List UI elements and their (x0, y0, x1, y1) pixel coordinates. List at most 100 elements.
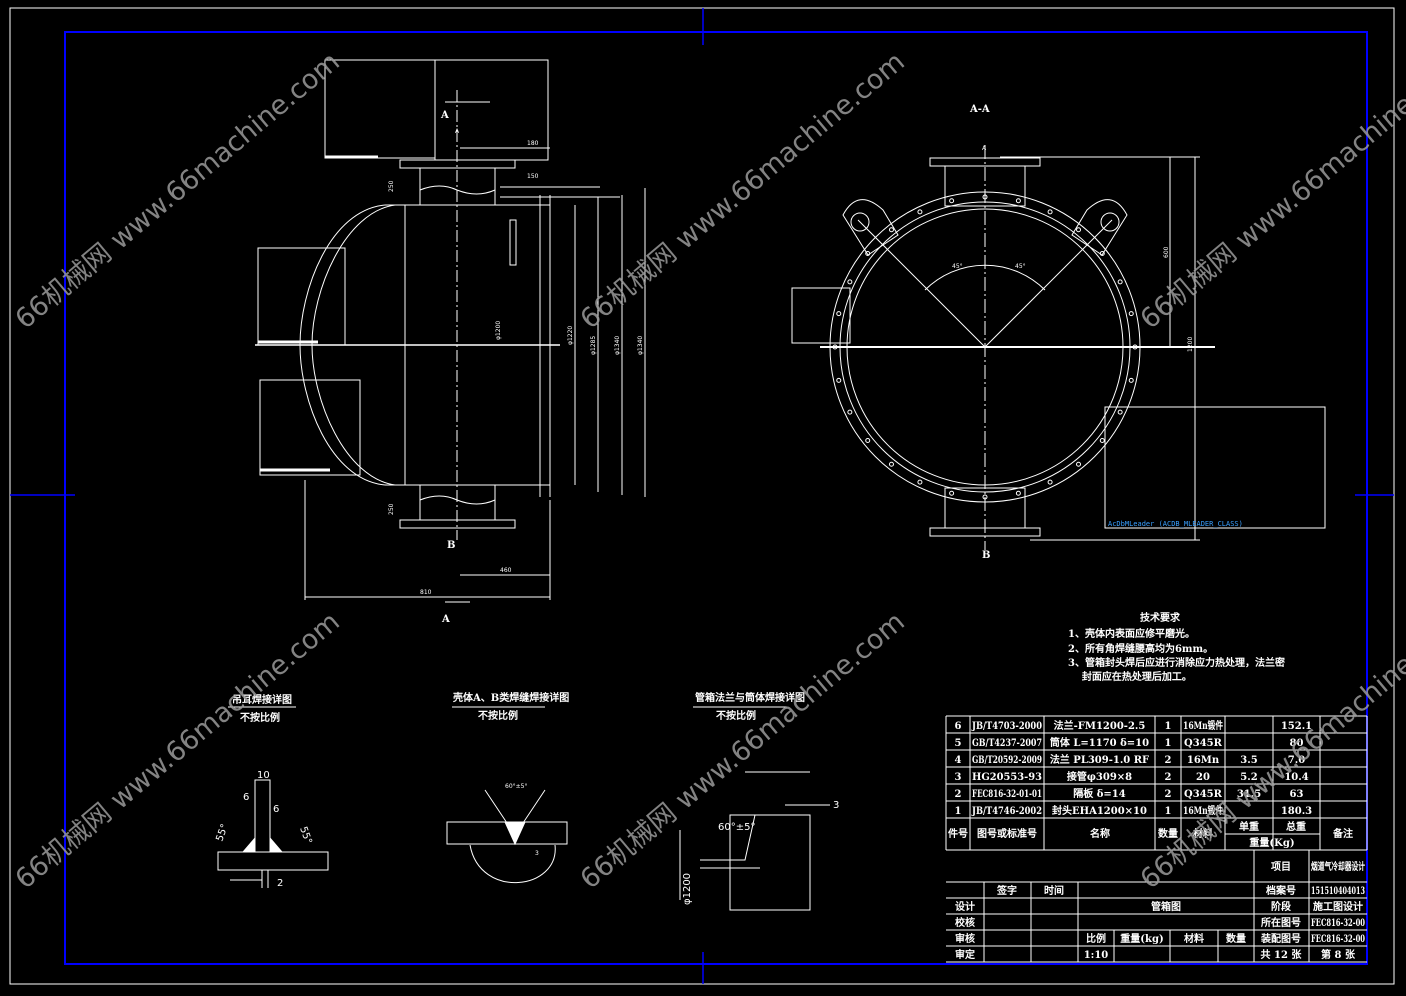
detail-label: 6 (243, 792, 249, 803)
role-label: 审定 (955, 948, 975, 961)
parts-table-cell: 31.5 (1237, 789, 1261, 800)
belong-value: FEC816-32-00 (1311, 918, 1365, 929)
bolt-hole-icon (1117, 409, 1123, 415)
detail-label: 2 (277, 878, 283, 889)
detail-shell-weld: 壳体A、B类焊缝焊接详图 不按比例 60°±5° 3 (446, 691, 569, 883)
bolt-hole-icon (1128, 377, 1134, 383)
header-unit-weight: 单重 (1239, 820, 1259, 833)
mleader-text: AcDbMLeader (ACDB_MLEADER_CLASS) (1108, 520, 1243, 528)
parts-table-cell: GB/T4237-2007 (972, 738, 1042, 749)
detail-title: 吊耳焊接详图 (232, 693, 292, 706)
parts-table-cell: 63 (1290, 789, 1304, 800)
parts-table-cell: 152.1 (1281, 721, 1312, 732)
dim-text: φ1340 (637, 336, 644, 355)
bolt-hole-icon (865, 250, 871, 256)
bolt-hole-icon (888, 461, 894, 467)
stage-label: 阶段 (1271, 900, 1291, 913)
section-mark-top: A (440, 110, 449, 121)
tech-item: 1、壳体内表面应修平磨光。 (1068, 627, 1195, 640)
section-title: A-A (969, 104, 990, 115)
time-label: 时间 (1044, 884, 1064, 897)
tech-item: 3、管箱封头焊后应进行消除应力热处理，法兰密 (1068, 656, 1285, 669)
header-code: 图号或标准号 (977, 827, 1037, 840)
parts-table-cell: 1 (1165, 721, 1172, 732)
detail-title: 壳体A、B类焊缝焊接详图 (452, 691, 569, 704)
qty-label: 数量 (1226, 932, 1246, 945)
bolt-hole-icon (982, 194, 988, 200)
parts-table-cell: 接管φ309×8 (1067, 770, 1132, 783)
parts-table-cell: 筒体 L=1170 δ=10 (1050, 736, 1149, 749)
total-sheets: 共 12 张 (1261, 948, 1303, 961)
parts-table-cell: 7.0 (1288, 755, 1305, 766)
label-b: B (982, 550, 990, 561)
sheet-no: 第 8 张 (1321, 948, 1356, 961)
parts-table-cell: 封头EHA1200×10 (1052, 804, 1147, 817)
bolt-hole-icon (1128, 311, 1134, 317)
bolt-hole-icon (949, 490, 955, 496)
tech-requirements: 技术要求 1、壳体内表面应修平磨光。 2、所有角焊缝腰高均为6mm。 3、管箱封… (1068, 611, 1285, 683)
detail-label: 10 (257, 770, 270, 781)
parts-table-cell: 80 (1290, 738, 1304, 749)
detail-label: 55° (297, 825, 313, 845)
section-view (791, 145, 1326, 550)
bolt-hole-icon (917, 209, 923, 215)
watermark-text: 66机械网 www.66machine.com (10, 46, 346, 335)
parts-table-cell: 16Mn锻件 (1183, 719, 1223, 732)
scale-label: 比例 (1086, 932, 1106, 945)
detail-label: 60°±5° (718, 822, 755, 833)
bolt-hole-icon (836, 377, 842, 383)
bolt-hole-icon (1047, 479, 1053, 485)
detail-scale: 不按比例 (478, 709, 518, 722)
detail-label: 60°±5° (505, 783, 527, 790)
parts-table-cell: 2 (955, 789, 962, 800)
bolt-hole-icon (1015, 198, 1021, 204)
header-material: 材料 (1193, 827, 1213, 840)
dim-text: 250 (388, 503, 395, 515)
dim-text: 600 (1163, 246, 1170, 258)
drawing-name: 管箱图 (1151, 900, 1181, 913)
parts-table-cell: FEC816-32-01-01 (972, 789, 1042, 800)
dim-text: φ1285 (590, 336, 597, 355)
parts-table-cell: 16Mn锻件 (1183, 804, 1223, 817)
header-total-weight: 总重 (1286, 820, 1306, 833)
bolt-hole-icon (1076, 461, 1082, 467)
detail-lug-weld: 吊耳焊接详图 不按比例 10 6 6 55° 55° 2 (214, 693, 329, 889)
parts-table-cell: Q345R (1184, 789, 1223, 800)
dim-text: 150 (527, 173, 539, 180)
scale-value: 1:10 (1084, 950, 1109, 961)
detail-label: 3 (535, 850, 539, 857)
section-view-labels: A-A A B 45° 45° 600 1200 AcDbMLeader (AC… (952, 104, 1243, 561)
bolt-hole-icon (1015, 490, 1021, 496)
bolt-hole-icon (949, 198, 955, 204)
bolt-hole-icon (1099, 250, 1105, 256)
detail-flange-weld: 管箱法兰与筒体焊接详图 不按比例 60°±5° 3 φ1200 (679, 691, 839, 911)
angle-text: 45° (952, 263, 963, 270)
bolt-hole-icon (847, 279, 853, 285)
dim-text: 250 (388, 180, 395, 192)
tech-item: 2、所有角焊缝腰高均为6mm。 (1068, 642, 1213, 655)
own-label: 装配图号 (1260, 932, 1301, 945)
parts-table-cell: 10.4 (1284, 772, 1308, 783)
bolt-hole-icon (832, 344, 838, 350)
header-name: 名称 (1090, 827, 1110, 840)
detail-label: 6 (273, 804, 279, 815)
parts-table-cell: JB/T4746-2002 (971, 806, 1042, 817)
outer-border (9, 7, 1395, 985)
detail-label: 3 (833, 800, 839, 811)
parts-table-cell: Q345R (1184, 738, 1223, 749)
drawing-frame (64, 31, 1368, 965)
parts-table-cell: 4 (955, 755, 962, 766)
dim-text: φ1200 (495, 321, 502, 340)
parts-table-cell: 法兰 PL309-1.0 RF (1050, 753, 1149, 766)
front-view (255, 59, 646, 603)
detail-scale: 不按比例 (240, 711, 280, 724)
dim-text: φ1220 (567, 326, 574, 345)
parts-table-cell: 20 (1196, 772, 1210, 783)
detail-label: 55° (214, 823, 230, 843)
bolt-hole-icon (1132, 344, 1138, 350)
sign-label: 签字 (996, 884, 1017, 897)
dim-text: 1200 (1187, 337, 1194, 352)
bolt-hole-icon (917, 479, 923, 485)
parts-table-cell: 3.5 (1240, 755, 1257, 766)
